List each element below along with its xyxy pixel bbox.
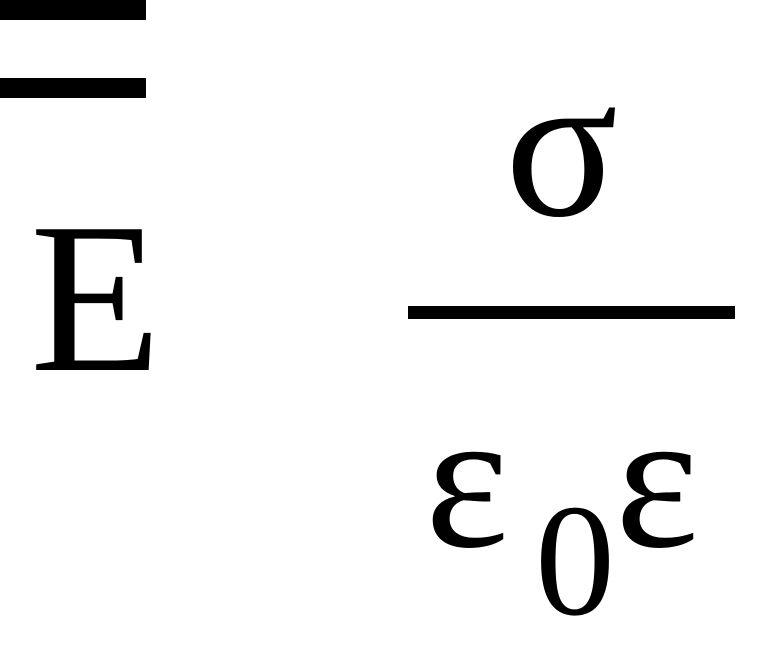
denominator-subscript: 0 — [535, 471, 615, 649]
numerator: σ — [505, 29, 619, 261]
equals-sign — [0, 0, 146, 98]
denominator-epsilon: ε — [425, 369, 509, 590]
fraction-bar — [408, 306, 735, 319]
denominator-epsilon-2: ε — [615, 369, 699, 590]
lhs-symbol: E — [30, 178, 162, 417]
